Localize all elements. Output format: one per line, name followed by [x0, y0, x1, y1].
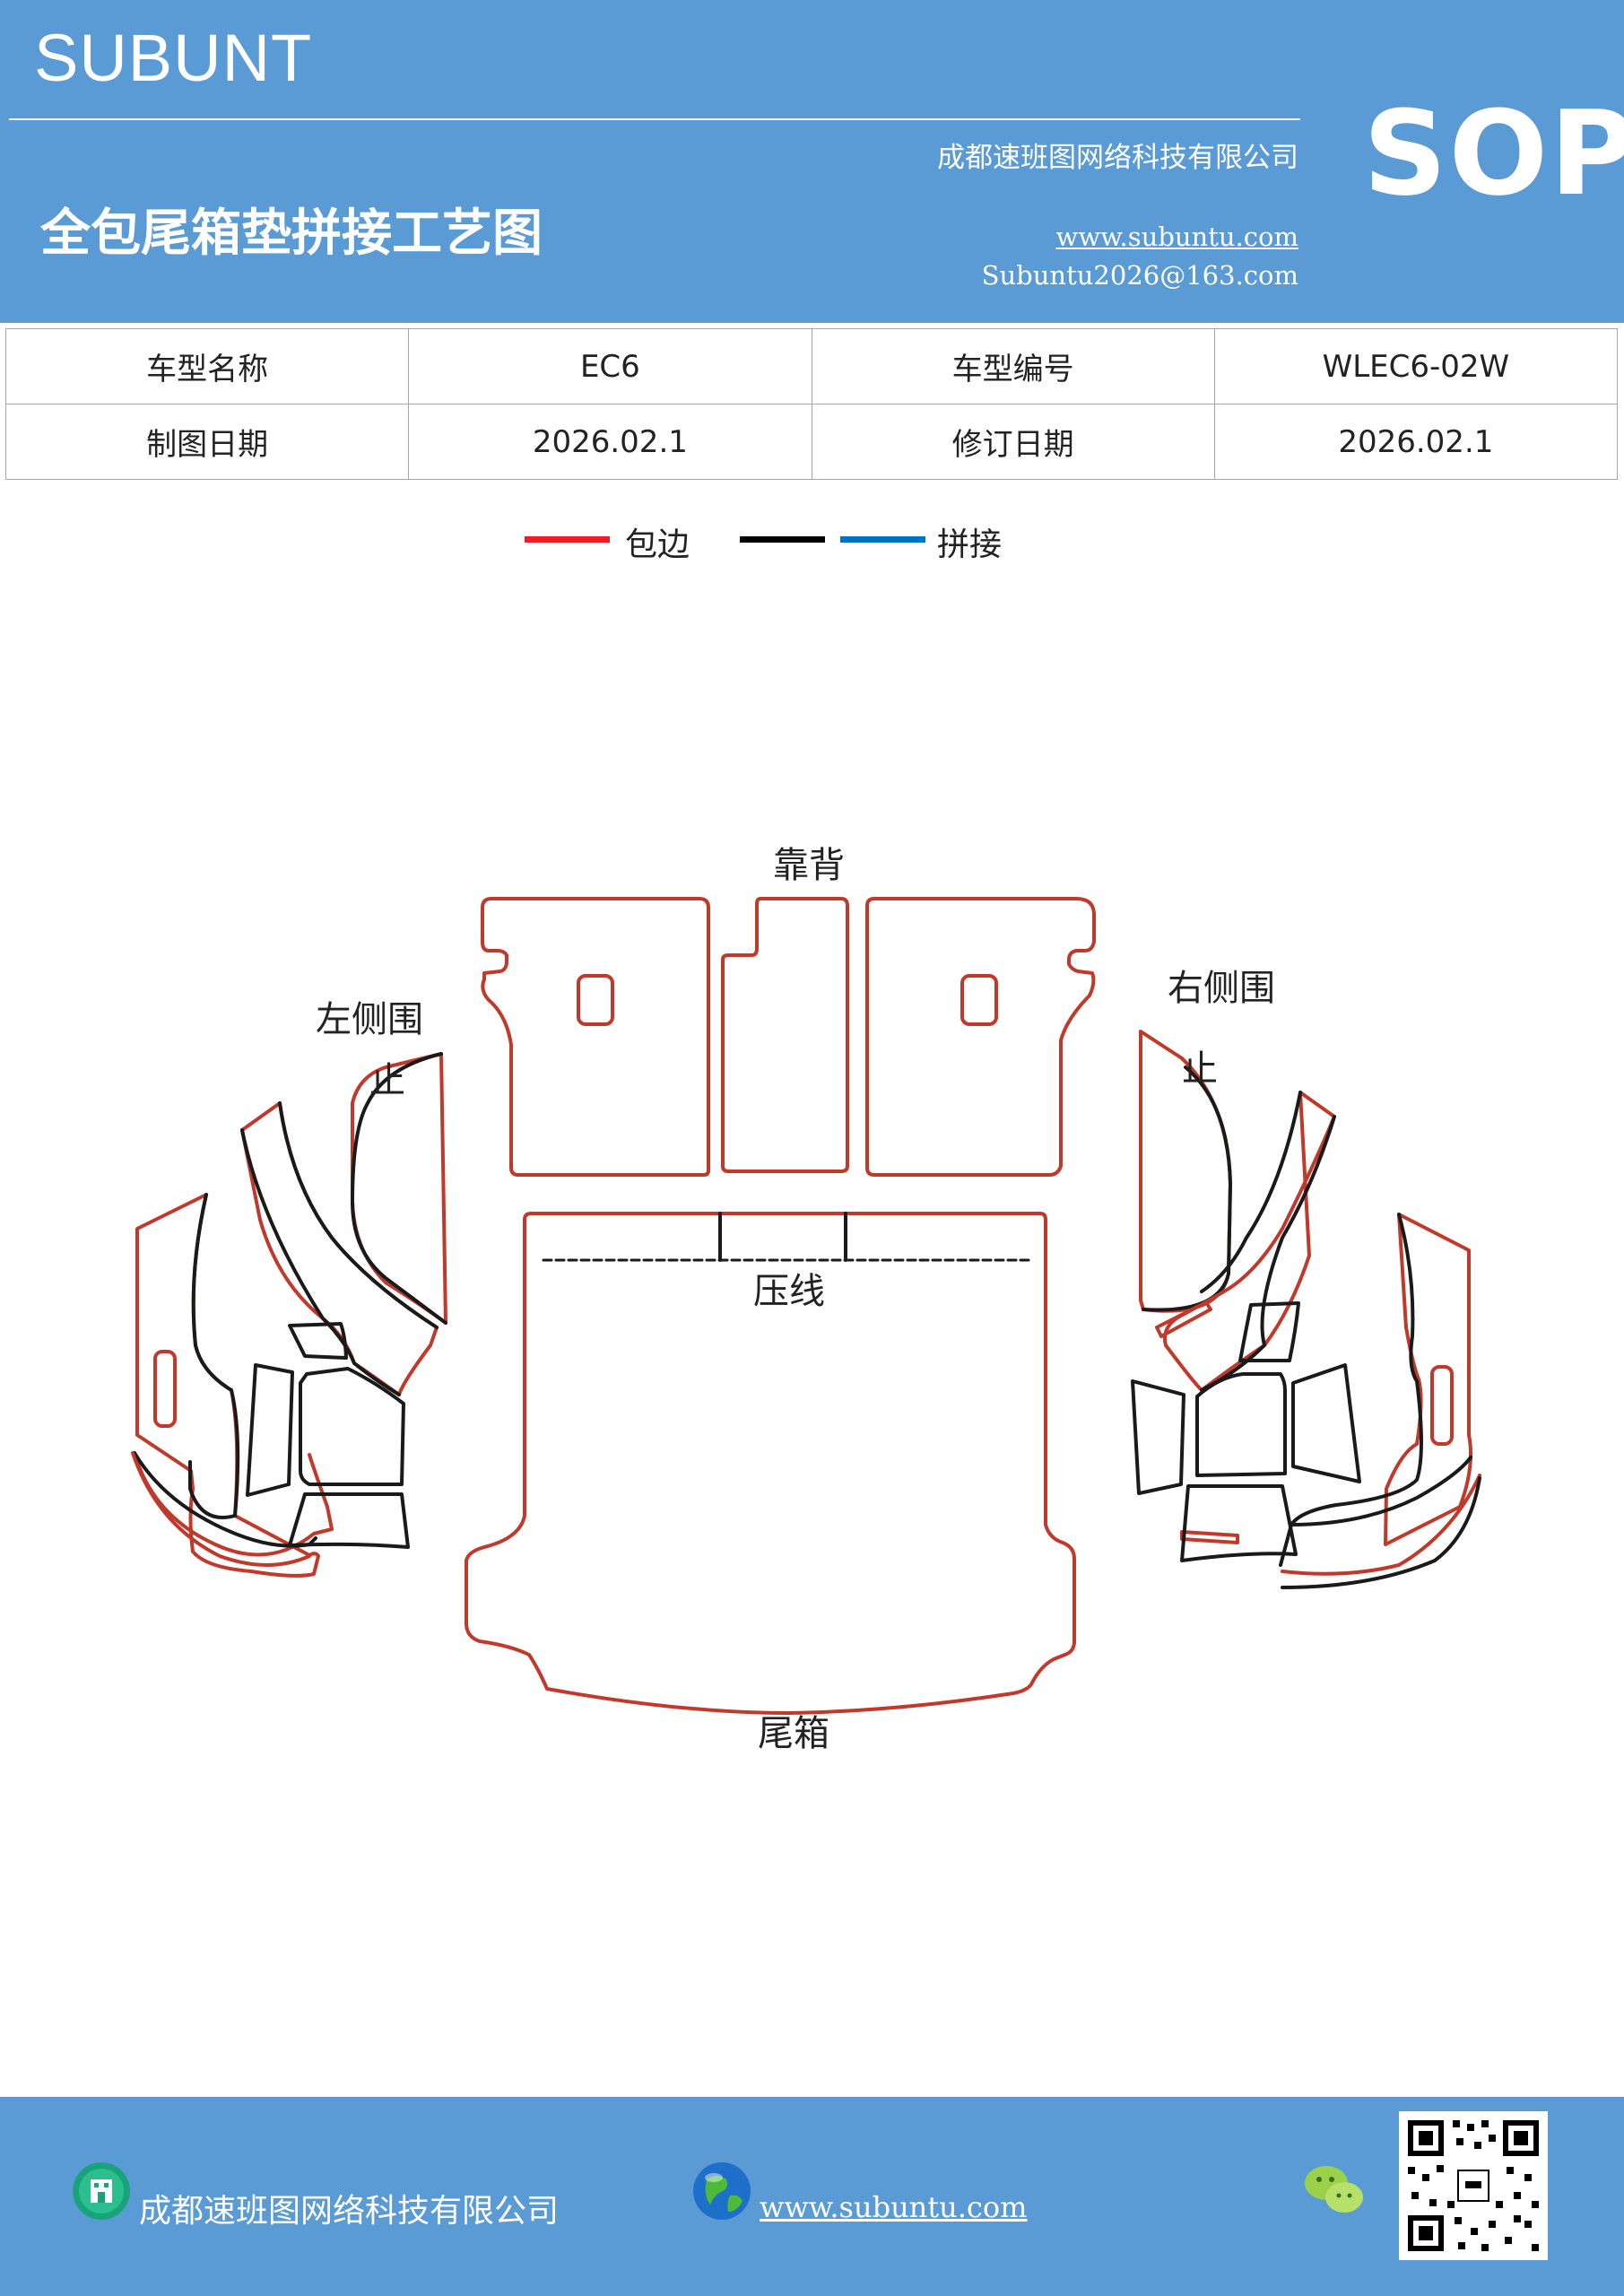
right-side-red-tab [1180, 1530, 1239, 1544]
right-side-red-clip [1155, 1300, 1212, 1338]
table-cell: EC6 [408, 328, 812, 404]
left-side-outer-seam [188, 1193, 240, 1519]
legend-swatch-seam [840, 536, 925, 543]
right-piece-4 [1291, 1363, 1361, 1483]
table-cell: WLEC6-02W [1213, 328, 1619, 404]
right-side-inner-seam [1142, 1065, 1232, 1312]
right-piece-1 [1238, 1301, 1300, 1362]
header-banner: SUBUNT 成都速班图网络科技有限公司 全包尾箱垫拼接工艺图 www.subu… [0, 0, 1624, 323]
table-cell: 2026.02.1 [1213, 404, 1619, 480]
legend-label-seam: 拼接 [937, 526, 1003, 563]
qr-code [1399, 2111, 1548, 2260]
right-side-outer-seam [1290, 1213, 1423, 1526]
globe-icon [693, 2162, 751, 2220]
trunk-mat-diagram: 靠背 左侧围 止 右侧围 止 压线 尾箱 [131, 845, 1481, 1754]
label-left-side: 左侧围 [316, 999, 423, 1040]
right-side-bottom-strip [1281, 1474, 1481, 1576]
label-right-side: 右侧围 [1168, 968, 1275, 1009]
left-side-curve-strip [131, 1451, 311, 1567]
sop-badge: SOP [1363, 85, 1624, 222]
right-piece-2 [1131, 1379, 1185, 1495]
table-cell: 车型编号 [811, 328, 1215, 404]
right-side-middle-panel [1163, 1091, 1336, 1392]
table-row: 车型名称 EC6 车型编号 WLEC6-02W [4, 328, 1619, 404]
left-side-middle-seam [240, 1101, 439, 1396]
table-cell: 制图日期 [4, 404, 410, 480]
legend-label-edge: 包边 [625, 526, 690, 563]
right-piece-5 [1180, 1484, 1298, 1562]
backrest-left-hole [577, 974, 614, 1026]
table-row: 制图日期 2026.02.1 修订日期 2026.02.1 [4, 404, 1619, 480]
email-address: Subuntu2026@163.com [981, 260, 1298, 291]
brand-name: SUBUNT [34, 21, 313, 95]
backrest-middle-panel [721, 897, 849, 1173]
backrest-right-panel [865, 897, 1096, 1177]
right-piece-3 [1195, 1372, 1287, 1477]
left-side-bottom-strip [133, 1451, 334, 1557]
trunk-floor-panel [465, 1212, 1076, 1715]
right-side-middle-seam [1200, 1091, 1336, 1392]
footer-banner: 成都速班图网络科技有限公司 www.subuntu.com [0, 2097, 1624, 2296]
footer-website-link[interactable]: www.subuntu.com [760, 2190, 1028, 2224]
company-name: 成都速班图网络科技有限公司 [937, 142, 1298, 174]
footer-company-name: 成都速班图网络科技有限公司 [139, 2193, 560, 2230]
legend: 包边 拼接 [0, 511, 1624, 583]
building-icon [73, 2162, 130, 2220]
table-cell: 2026.02.1 [408, 404, 812, 480]
left-piece-2 [246, 1363, 294, 1497]
website-link[interactable]: www.subuntu.com [1055, 222, 1298, 252]
backrest-right-hole [960, 974, 998, 1026]
left-side-slot [153, 1350, 177, 1428]
left-side-inner-seam [351, 1052, 447, 1325]
table-cell: 车型名称 [4, 328, 410, 404]
legend-swatch-edge [525, 536, 610, 543]
right-side-slot [1430, 1365, 1454, 1446]
document-title: 全包尾箱垫拼接工艺图 [40, 204, 543, 263]
label-backrest: 靠背 [773, 845, 845, 886]
left-piece-4 [288, 1492, 410, 1549]
header-divider [9, 118, 1300, 120]
label-press-line: 压线 [753, 1271, 825, 1312]
label-left-side-sub: 止 [369, 1060, 405, 1101]
left-piece-1 [288, 1322, 348, 1360]
label-trunk: 尾箱 [758, 1713, 829, 1754]
wechat-icon [1305, 2166, 1363, 2213]
left-piece-3 [299, 1367, 405, 1486]
right-side-outer-panel [1384, 1213, 1473, 1546]
backrest-left-panel [481, 897, 710, 1177]
legend-swatch-black [740, 536, 825, 543]
vehicle-info-table: 车型名称 EC6 车型编号 WLEC6-02W 制图日期 2026.02.1 修… [4, 328, 1619, 480]
table-cell: 修订日期 [811, 404, 1215, 480]
right-side-bottom-seam [1279, 1456, 1481, 1589]
label-right-side-sub: 止 [1182, 1048, 1218, 1090]
